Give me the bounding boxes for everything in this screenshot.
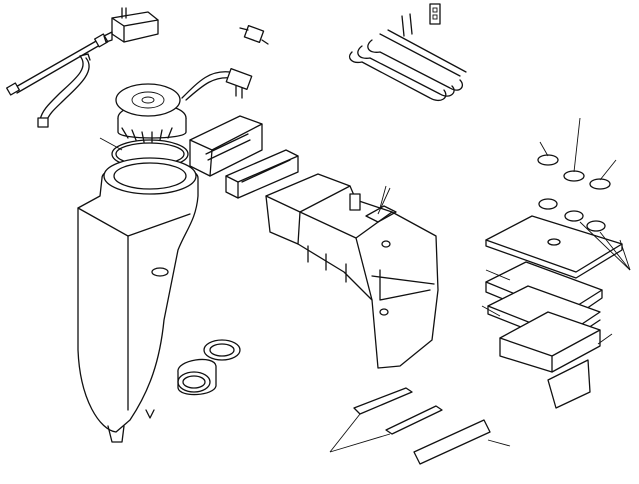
blower-motor bbox=[115, 68, 253, 143]
heater-element bbox=[348, 3, 467, 102]
air-duct bbox=[189, 115, 263, 177]
blower-housing bbox=[77, 137, 199, 443]
curved-hose bbox=[37, 53, 91, 128]
duct-flanges bbox=[177, 339, 241, 396]
heater-box bbox=[265, 173, 439, 369]
retaining-clips bbox=[329, 387, 443, 453]
mounting-bracket bbox=[413, 419, 511, 465]
control-module bbox=[103, 7, 159, 43]
rectangular-duct bbox=[225, 149, 299, 199]
small-relay bbox=[239, 24, 269, 45]
switch-knobs bbox=[537, 117, 617, 232]
rod-assembly bbox=[6, 33, 109, 96]
control-panel-plates bbox=[481, 215, 631, 409]
